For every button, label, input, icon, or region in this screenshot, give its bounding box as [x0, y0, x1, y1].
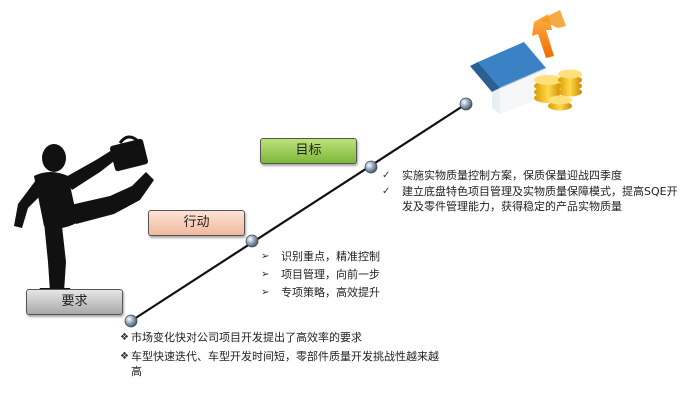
- requirement-bullet-text: 车型快速迭代、车型开发时间短，零部件质量开发挑战性越来越高: [131, 350, 439, 378]
- arrow-bullet-icon: ➢: [261, 287, 270, 298]
- action-bullet-item: ➢ 识别重点，精准控制: [261, 249, 481, 264]
- requirement-bullet-list: ❖ 市场变化快对公司项目开发提出了高效率的要求 ❖ 车型快速迭代、车型开发时间短…: [120, 330, 440, 383]
- action-bullet-item: ➢ 专项策略，高效提升: [261, 285, 481, 300]
- silhouette-person-kicking-icon: [14, 135, 154, 296]
- action-bullet-text: 项目管理，向前一步: [281, 268, 380, 281]
- node-end: [459, 97, 473, 111]
- goal-bullet-text: 实施实物质量控制方案，保质保量迎战四季度: [402, 169, 622, 182]
- check-icon: ✓: [382, 186, 391, 197]
- arrow-bullet-icon: ➢: [261, 251, 270, 262]
- arrow-bullet-icon: ➢: [261, 269, 270, 280]
- stage-label-goal: 目标: [260, 138, 357, 164]
- goal-bullet-text: 建立底盘特色项目管理及实物质量保障模式，提高SQE开发及零件管理能力，获得稳定的…: [402, 185, 678, 213]
- stage-label-action: 行动: [148, 210, 245, 236]
- goal-bullet-item: ✓ 建立底盘特色项目管理及实物质量保障模式，提高SQE开发及零件管理能力，获得稳…: [382, 184, 680, 214]
- house-and-coins-icon: [470, 10, 582, 114]
- requirement-bullet-item: ❖ 市场变化快对公司项目开发提出了高效率的要求: [120, 330, 440, 345]
- node-action: [245, 234, 259, 248]
- check-icon: ✓: [382, 170, 391, 181]
- requirement-bullet-item: ❖ 车型快速迭代、车型开发时间短，零部件质量开发挑战性越来越高: [120, 349, 440, 379]
- goal-bullet-list: ✓ 实施实物质量控制方案，保质保量迎战四季度 ✓ 建立底盘特色项目管理及实物质量…: [382, 168, 680, 215]
- stage-label-requirement: 要求: [26, 289, 123, 315]
- action-bullet-item: ➢ 项目管理，向前一步: [261, 267, 481, 282]
- diamond-bullet-icon: ❖: [120, 351, 129, 362]
- node-requirement: [124, 314, 138, 328]
- node-goal: [364, 160, 378, 174]
- progress-line: [130, 103, 467, 322]
- action-bullet-text: 识别重点，精准控制: [281, 250, 380, 263]
- goal-bullet-item: ✓ 实施实物质量控制方案，保质保量迎战四季度: [382, 168, 680, 183]
- diamond-bullet-icon: ❖: [120, 332, 129, 343]
- requirement-bullet-text: 市场变化快对公司项目开发提出了高效率的要求: [131, 331, 362, 344]
- action-bullet-list: ➢ 识别重点，精准控制 ➢ 项目管理，向前一步 ➢ 专项策略，高效提升: [261, 249, 481, 303]
- action-bullet-text: 专项策略，高效提升: [281, 286, 380, 299]
